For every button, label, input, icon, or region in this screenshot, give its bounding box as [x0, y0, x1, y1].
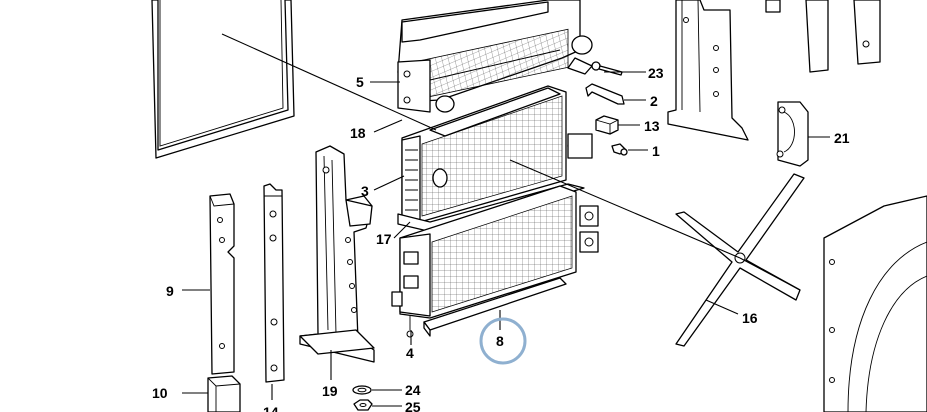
callout-labels: 5 18 3 17 9 10 14 19 4 8 23 2 13 1 21 16…	[152, 65, 850, 412]
callout-2[interactable]: 2	[650, 93, 658, 109]
callout-3[interactable]: 3	[361, 183, 369, 199]
part-25-nut	[353, 399, 373, 411]
part-8-bottom-plate	[423, 277, 567, 337]
callout-9[interactable]: 9	[166, 283, 174, 299]
callout-23[interactable]: 23	[648, 65, 664, 81]
callout-14[interactable]: 14	[263, 404, 279, 412]
callout-25[interactable]: 25	[405, 399, 421, 412]
part-1-sensor	[611, 143, 628, 156]
part-16-cross-brace	[675, 173, 805, 347]
callout-10[interactable]: 10	[152, 385, 168, 401]
callout-19[interactable]: 19	[322, 383, 338, 399]
part-9-strap	[209, 193, 235, 375]
callout-8[interactable]: 8	[496, 333, 504, 349]
highlight-ring[interactable]	[479, 317, 527, 365]
part-10-block	[207, 375, 241, 412]
callout-17[interactable]: 17	[376, 231, 392, 247]
part-23-bolt	[591, 61, 623, 76]
frame-panel	[151, 0, 295, 159]
part-24-washer	[352, 385, 372, 395]
callout-5[interactable]: 5	[356, 74, 364, 90]
part-21-bracket	[776, 101, 809, 167]
callout-13[interactable]: 13	[644, 118, 660, 134]
part-5-charge-air-cooler	[397, 0, 593, 113]
part-2-clamp	[585, 83, 625, 105]
callout-18[interactable]: 18	[350, 125, 366, 141]
callout-16[interactable]: 16	[742, 310, 758, 326]
part-13-block	[595, 115, 619, 135]
fan-shroud	[823, 195, 927, 412]
leader-lines	[182, 33, 830, 407]
callout-1[interactable]: 1	[652, 143, 660, 159]
top-right-frame	[667, 0, 881, 141]
callout-21[interactable]: 21	[834, 130, 850, 146]
part-4-radiator	[391, 185, 599, 338]
callout-4[interactable]: 4	[406, 345, 414, 361]
callout-24[interactable]: 24	[405, 382, 421, 398]
part-19-bracket	[299, 145, 375, 363]
part-14-strap	[263, 183, 285, 383]
